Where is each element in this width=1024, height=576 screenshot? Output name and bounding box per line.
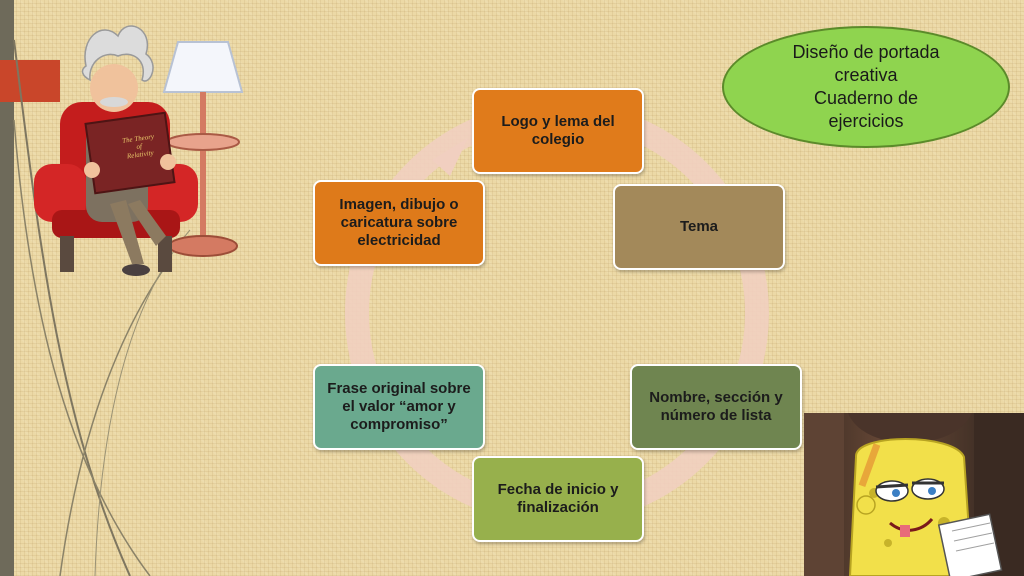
cycle-node-imagen: Imagen, dibujo o caricatura sobre electr… [313, 180, 485, 266]
spongebob-writing-illustration [804, 413, 1024, 576]
svg-text:of: of [136, 142, 144, 151]
spongebob-icon [848, 438, 974, 576]
cycle-node-logo-lema: Logo y lema del colegio [472, 88, 644, 174]
cycle-node-tema: Tema [613, 184, 785, 270]
book-icon: The Theory of Relativity [84, 111, 176, 195]
notepad-icon [937, 513, 1003, 576]
floor-lamp-icon [162, 41, 244, 257]
svg-text:Relativity: Relativity [125, 149, 155, 161]
cycle-node-fecha: Fecha de inicio y finalización [472, 456, 644, 542]
title-line-1: Diseño de portada [792, 42, 940, 62]
title-line-4: ejercicios [828, 111, 904, 131]
title-line-3: Cuaderno de [813, 88, 919, 108]
einstein-reading-illustration: The Theory of Relativity [34, 25, 244, 276]
left-accent-strip [0, 0, 14, 576]
cycle-node-frase: Frase original sobre el valor “amor y co… [313, 364, 485, 450]
cycle-arrowhead [432, 138, 468, 176]
title-ellipse: Diseño de portada creativa Cuaderno de e… [722, 26, 1010, 148]
pencil-icon [858, 443, 881, 488]
cycle-node-nombre-seccion: Nombre, sección y número de lista [630, 364, 802, 450]
red-accent-tab [0, 60, 60, 102]
title-line-2: creativa [834, 65, 898, 85]
